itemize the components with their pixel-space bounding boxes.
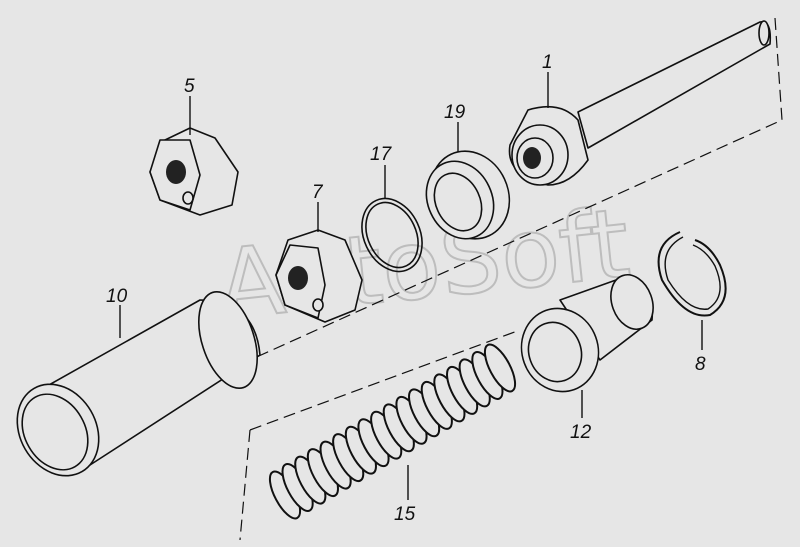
callout-17: 17 bbox=[370, 144, 393, 165]
part-19-seal bbox=[425, 150, 511, 240]
callout-7: 7 bbox=[312, 182, 324, 203]
part-10-sleeve bbox=[16, 290, 261, 477]
callout-5: 5 bbox=[184, 76, 195, 97]
part-1-shaft bbox=[508, 20, 772, 186]
callout-10: 10 bbox=[106, 286, 128, 307]
callout-1: 1 bbox=[542, 52, 553, 73]
part-15-spring bbox=[268, 343, 517, 520]
leader-lines bbox=[119, 72, 703, 500]
part-8-snapring bbox=[657, 231, 727, 317]
callout-8: 8 bbox=[695, 354, 706, 375]
spring-coil bbox=[483, 343, 517, 393]
callout-15: 15 bbox=[394, 504, 416, 525]
part-7-nut bbox=[275, 229, 363, 323]
callout-19: 19 bbox=[444, 102, 466, 123]
callout-12: 12 bbox=[570, 422, 592, 443]
callout-labels: 1 5 7 8 10 12 15 17 19 bbox=[106, 52, 706, 525]
part-5-nut bbox=[149, 127, 239, 216]
part-17-oring bbox=[361, 197, 423, 273]
part-12-bushing bbox=[520, 274, 654, 393]
assembly-axis bbox=[239, 17, 783, 541]
